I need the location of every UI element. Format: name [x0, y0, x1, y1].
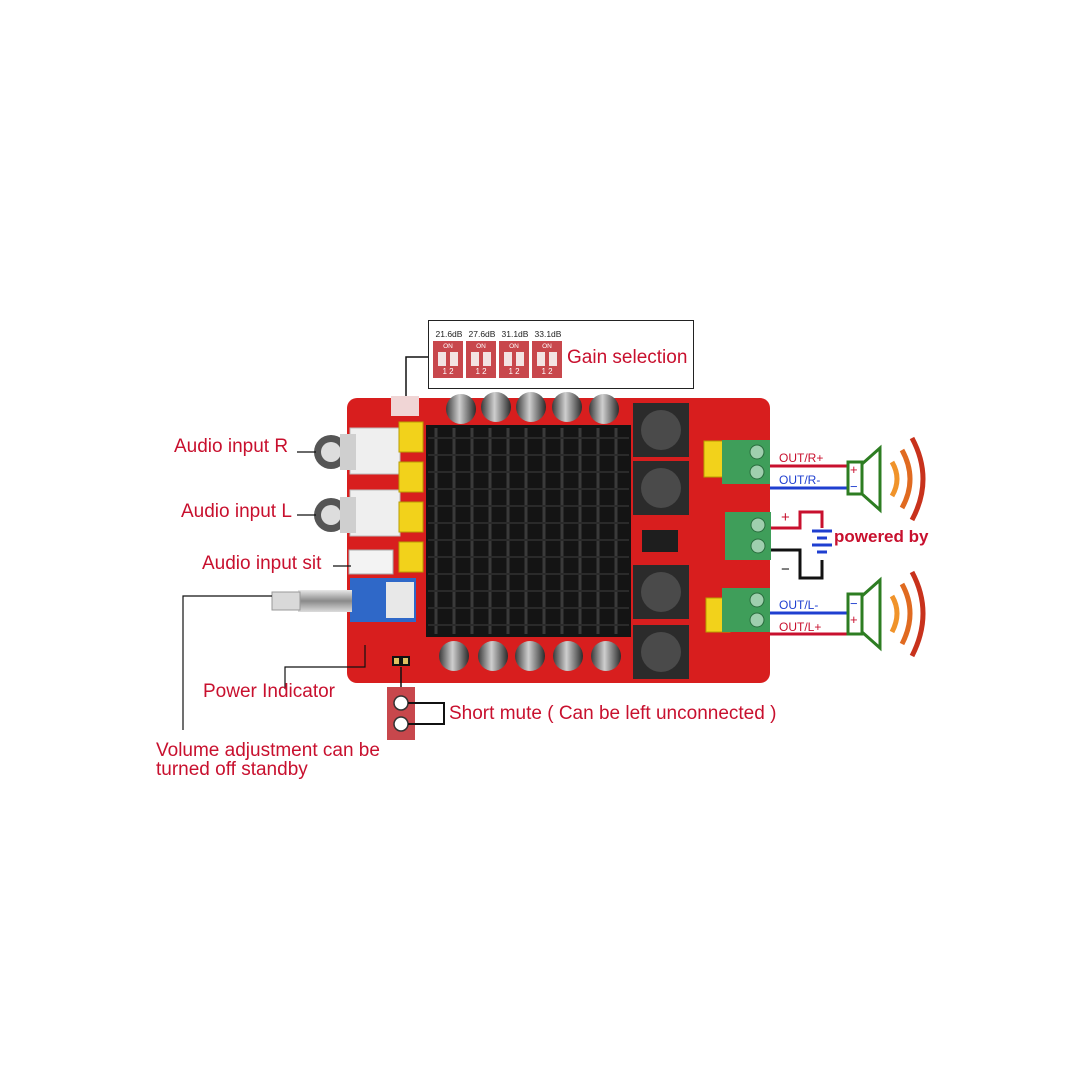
gain-db-label: 21.6dB	[435, 329, 463, 339]
mute-jumper	[387, 667, 445, 740]
rca-jack-right	[314, 427, 401, 475]
rca-jack-left	[314, 489, 401, 537]
electrolytic-capacitors-bottom	[439, 641, 621, 671]
electrolytic-capacitors-top	[446, 392, 619, 424]
dip-switch-icon: ON 1 2	[499, 341, 529, 378]
dip-switch-numbers: 1 2	[475, 367, 487, 376]
power-minus-sign: −	[781, 561, 790, 578]
speaker-right-icon	[846, 436, 926, 522]
inductors	[633, 403, 689, 679]
gain-pointer-line	[405, 356, 428, 396]
audio-input-connector	[348, 549, 394, 575]
speaker-right-plus: +	[850, 462, 858, 477]
speaker-left-minus: −	[850, 596, 858, 611]
speaker-left-plus: +	[850, 612, 858, 627]
dip-on-label: ON	[476, 343, 486, 350]
speaker-left-icon	[846, 570, 926, 658]
gain-option: 31.1dB ON 1 2	[499, 329, 531, 378]
label-audio-input-l: Audio input L	[181, 501, 292, 522]
label-audio-input-r: Audio input R	[174, 436, 289, 457]
dip-on-label: ON	[542, 343, 552, 350]
gain-option: 21.6dB ON 1 2	[433, 329, 465, 378]
power-wires	[771, 510, 832, 580]
label-out-l-plus: OUT/L+	[779, 620, 822, 634]
label-out-r-plus: OUT/R+	[779, 451, 824, 465]
leader-lines	[182, 451, 366, 730]
label-volume-adjustment: Volume adjustment can be turned off stan…	[156, 740, 380, 780]
output-terminal-left	[722, 588, 770, 632]
dip-on-label: ON	[443, 343, 453, 350]
output-terminal-right	[722, 440, 770, 484]
mute-header-pins	[392, 656, 410, 666]
power-terminal	[725, 512, 771, 560]
heatsink	[426, 425, 631, 637]
gain-db-label: 27.6dB	[468, 329, 496, 339]
dip-switch-numbers: 1 2	[442, 367, 454, 376]
label-power-indicator: Power Indicator	[203, 681, 336, 702]
output-wires	[770, 464, 848, 636]
dip-switch-icon: ON 1 2	[532, 341, 562, 378]
board-dip-switch	[391, 396, 419, 416]
gain-option: 27.6dB ON 1 2	[466, 329, 498, 378]
gain-selection-box: 21.6dB ON 1 2 27.6dB ON 1 2 31.1dB ON 1 …	[428, 320, 694, 389]
power-plus-sign: +	[781, 509, 790, 526]
speaker-right-minus: −	[850, 479, 858, 494]
label-short-mute: Short mute ( Can be left unconnected )	[449, 703, 777, 724]
dip-switch-icon: ON 1 2	[466, 341, 496, 378]
diode	[642, 530, 678, 552]
label-out-l-minus: OUT/L-	[779, 598, 819, 612]
gain-db-label: 33.1dB	[534, 329, 562, 339]
volume-potentiometer	[271, 578, 416, 622]
label-audio-input-sit: Audio input sit	[202, 553, 322, 574]
label-out-r-minus: OUT/R-	[779, 473, 821, 487]
gain-db-label: 31.1dB	[501, 329, 529, 339]
label-powered-by: powered by	[834, 527, 929, 546]
label-gain-selection: Gain selection	[567, 347, 688, 368]
gain-option: 33.1dB ON 1 2	[532, 329, 564, 378]
dip-switch-icon: ON 1 2	[433, 341, 463, 378]
dip-on-label: ON	[509, 343, 519, 350]
dip-switch-numbers: 1 2	[508, 367, 520, 376]
dip-switch-numbers: 1 2	[541, 367, 553, 376]
